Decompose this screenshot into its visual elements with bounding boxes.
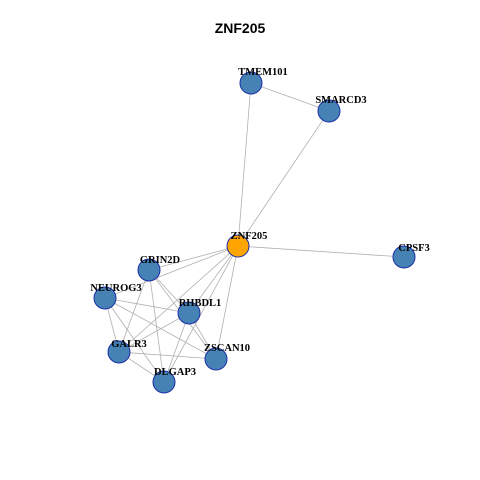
edge-znf205-galr3 [118,245,239,353]
node-circle-cpsf3[interactable] [392,245,416,269]
node-znf205[interactable]: ZNF205 [226,231,268,258]
node-label-dlgap3: DLGAP3 [154,367,196,378]
node-label-grin2d: GRIN2D [140,255,181,266]
node-label-smarcd3: SMARCD3 [315,95,366,106]
node-circle-neurog3[interactable] [93,286,117,310]
edge-galr3-zscan10 [118,351,217,360]
node-label-neurog3: NEUROG3 [90,283,141,294]
node-cpsf3[interactable]: CPSF3 [392,243,430,269]
edge-znf205-dlgap3 [163,245,239,383]
node-label-zscan10: ZSCAN10 [204,343,250,354]
edge-tmem101-znf205 [237,82,252,247]
edge-rhbdl1-dlgap3 [163,312,190,383]
edge-smarcd3-znf205 [237,110,330,247]
node-circle-znf205[interactable] [226,234,250,258]
edge-znf205-rhbdl1 [188,245,239,314]
edge-tmem101-smarcd3 [250,82,330,112]
edge-grin2d-galr3 [118,269,150,353]
edge-rhbdl1-galr3 [118,312,190,353]
node-galr3[interactable]: GALR3 [107,339,147,364]
node-label-tmem101: TMEM101 [238,67,288,78]
graph-title: ZNF205 [214,20,266,36]
node-rhbdl1[interactable]: RHBDL1 [177,298,222,325]
node-smarcd3[interactable]: SMARCD3 [315,95,367,123]
node-tmem101[interactable]: TMEM101 [238,67,288,95]
node-dlgap3[interactable]: DLGAP3 [152,367,196,394]
node-label-znf205: ZNF205 [231,231,268,242]
edge-znf205-neurog3 [104,245,239,299]
node-circle-smarcd3[interactable] [317,99,341,123]
node-zscan10[interactable]: ZSCAN10 [204,343,250,371]
node-label-rhbdl1: RHBDL1 [179,298,222,309]
node-circle-rhbdl1[interactable] [177,301,201,325]
node-circle-grin2d[interactable] [137,258,161,282]
node-grin2d[interactable]: GRIN2D [137,255,181,282]
edge-neurog3-rhbdl1 [104,297,190,314]
edge-neurog3-dlgap3 [104,297,165,383]
edge-znf205-cpsf3 [237,245,405,258]
edge-znf205-grin2d [148,245,239,271]
node-neurog3[interactable]: NEUROG3 [90,283,142,310]
node-circle-tmem101[interactable] [239,71,263,95]
node-circle-zscan10[interactable] [204,347,228,371]
node-label-cpsf3: CPSF3 [398,243,430,254]
node-circle-galr3[interactable] [107,340,131,364]
node-label-galr3: GALR3 [111,339,147,350]
node-circle-dlgap3[interactable] [152,370,176,394]
edge-znf205-zscan10 [215,245,239,360]
